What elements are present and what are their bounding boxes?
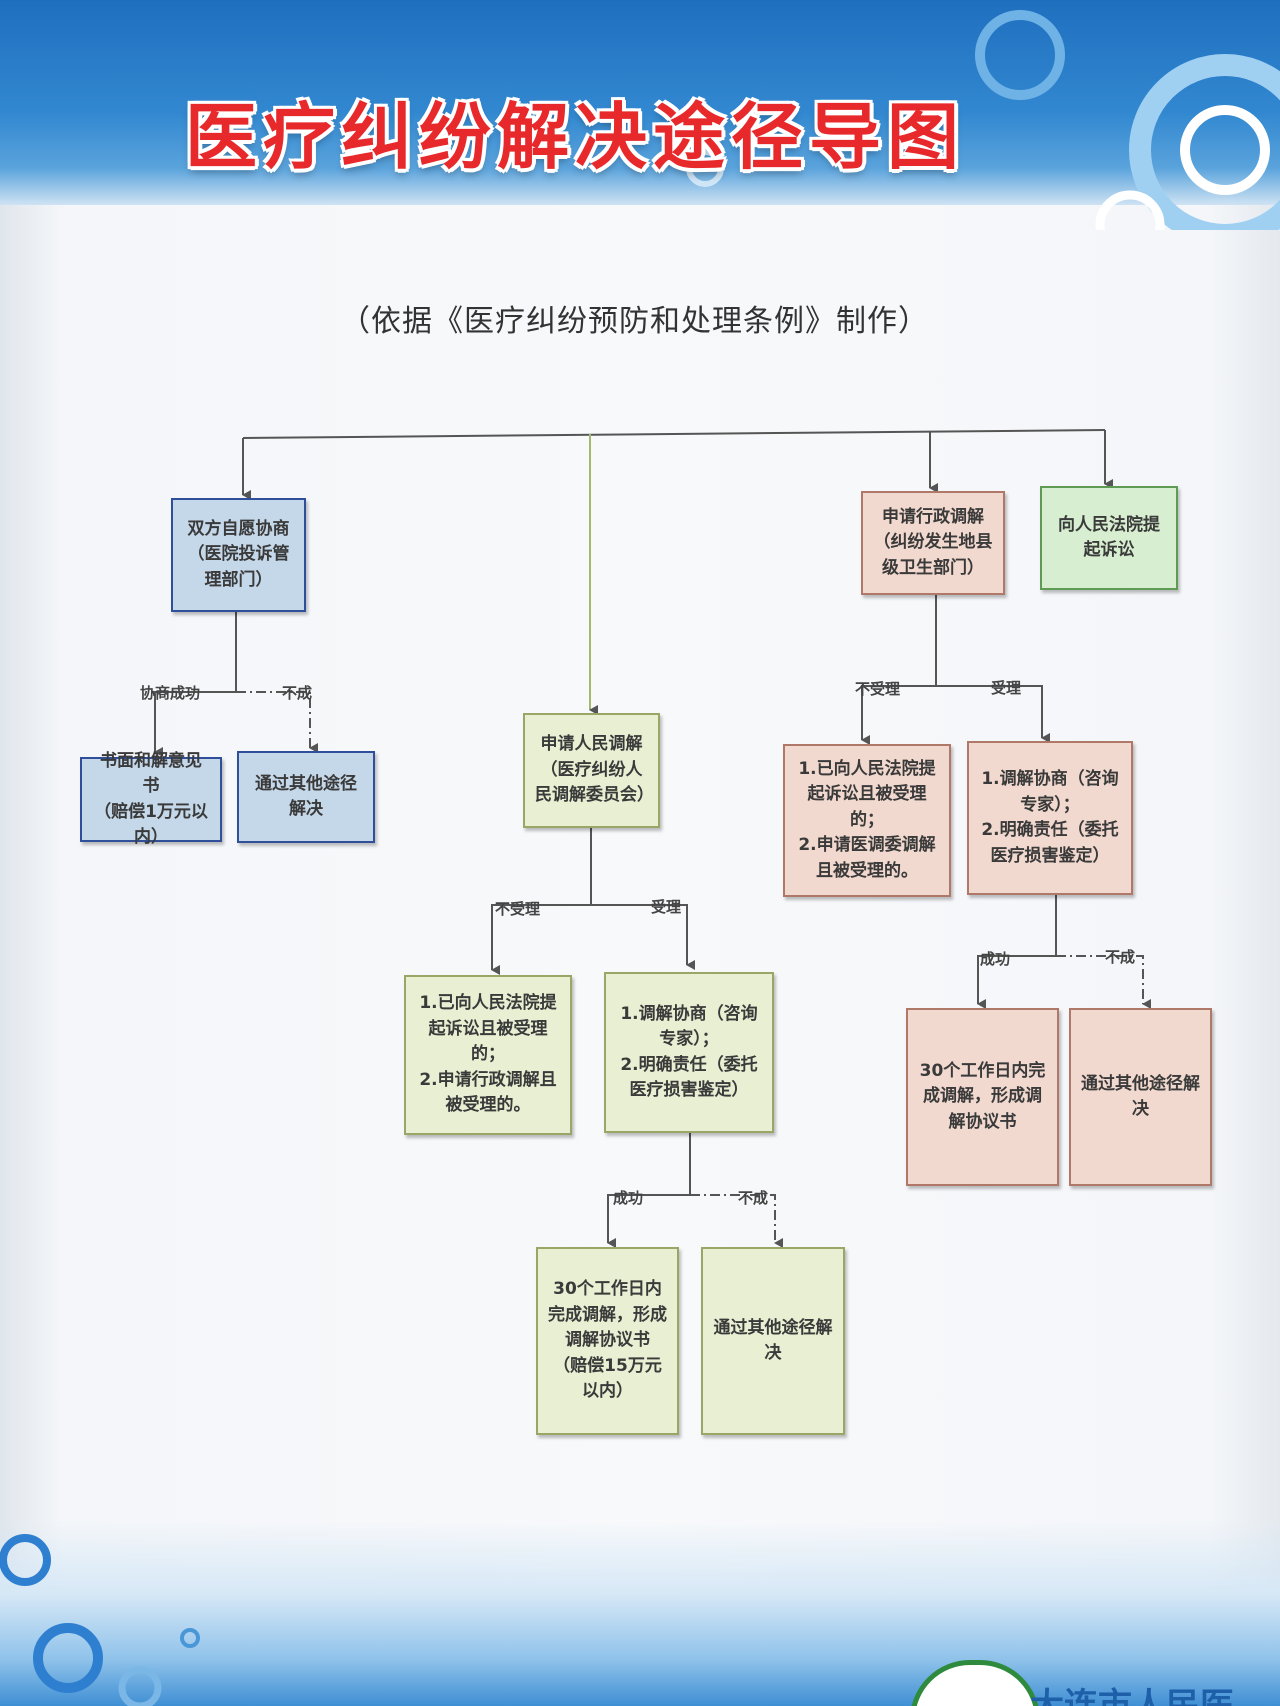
footer-band: [0, 1520, 1280, 1706]
box-people-mediation-agreement: 30个工作日内完成调解，形成调解协议书 （赔偿15万元以内）: [536, 1247, 679, 1435]
box-negotiation-other-ways: 通过其他途径解决: [237, 751, 375, 843]
label-people-mediation-success: 成功: [613, 1189, 644, 1207]
flow-connectors: [154, 429, 1151, 1248]
label-admin-mediation-accept: 受理: [991, 679, 1022, 697]
poster-title: 医疗纠纷解决途径导图: [185, 95, 966, 179]
label-people-mediation-fail: 不成: [738, 1189, 769, 1207]
box-people-mediation-conditions: 1.已向人民法院提起诉讼且被受理的； 2.申请行政调解且被受理的。: [404, 975, 572, 1135]
box-admin-mediation-process: 1.调解协商（咨询专家）； 2.明确责任（委托医疗损害鉴定）: [967, 741, 1133, 895]
box-admin-mediation-agreement: 30个工作日内完成调解，形成调解协议书: [906, 1008, 1059, 1186]
box-admin-mediation-conditions: 1.已向人民法院提起诉讼且被受理的； 2.申请医调委调解且被受理的。: [783, 744, 951, 897]
header-band: [0, 0, 1280, 230]
box-people-mediation-other-ways: 通过其他途径解决: [701, 1247, 845, 1435]
label-people-mediation-accept: 受理: [651, 898, 682, 916]
box-people-mediation: 申请人民调解 （医疗纠纷人民调解委员会）: [523, 713, 660, 828]
label-admin-mediation-success: 成功: [980, 950, 1011, 968]
label-admin-mediation-reject: 不受理: [855, 680, 901, 698]
box-written-settlement: 书面和解意见书 （赔偿1万元以内）: [80, 751, 222, 847]
label-people-mediation-reject: 不受理: [495, 900, 541, 918]
box-mutual-negotiation: 双方自愿协商 （医院投诉管理部门）: [171, 498, 306, 612]
label-admin-mediation-fail: 不成: [1105, 948, 1136, 966]
box-people-mediation-process: 1.调解协商（咨询专家）； 2.明确责任（委托医疗损害鉴定）: [604, 972, 774, 1133]
box-administrative-mediation: 申请行政调解 （纠纷发生地县级卫生部门）: [861, 491, 1005, 595]
box-admin-mediation-other-ways: 通过其他途径解决: [1069, 1008, 1212, 1186]
box-file-lawsuit: 向人民法院提起诉讼: [1040, 486, 1178, 590]
label-negotiation-success: 协商成功: [140, 684, 201, 702]
poster-subtitle: （依据《医疗纠纷预防和处理条例》制作）: [340, 304, 929, 339]
decorative-circles-bottom: [0, 1534, 200, 1706]
footer-hospital-name: 大连市人民医: [1030, 1686, 1234, 1706]
label-negotiation-fail: 不成: [282, 684, 313, 702]
decorative-circles: [686, 10, 1280, 230]
